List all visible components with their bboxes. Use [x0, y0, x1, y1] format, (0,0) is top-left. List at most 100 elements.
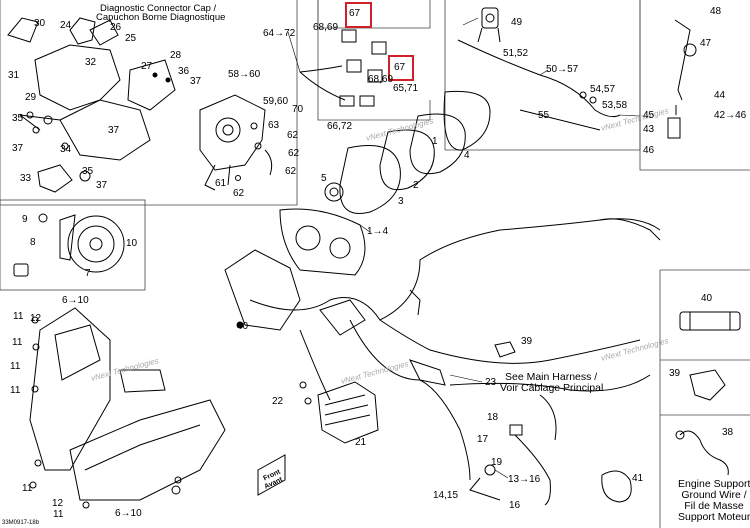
gauge-cluster-exploded [279, 90, 491, 276]
header-line-2: Capuchon Borne Diagnostique [96, 12, 226, 23]
callout-62-a: 62 [287, 130, 299, 141]
callout-6-10-b: 6→10 [115, 508, 142, 519]
callout-17: 17 [477, 434, 489, 445]
ignition-switch [457, 7, 621, 131]
bracket-assembly [7, 17, 176, 193]
callout-12-a: 12 [30, 313, 42, 324]
callout-47: 47 [700, 38, 712, 49]
callout-55: 55 [538, 110, 550, 121]
callout-19: 19 [491, 457, 503, 468]
callout-11-b: 11 [12, 337, 23, 348]
note-engine-line-4: Support Moteur [678, 511, 750, 523]
ground-wire [675, 430, 729, 476]
callout-38: 38 [722, 427, 734, 438]
callout-58-60: 58→60 [228, 69, 261, 80]
callout-8: 8 [30, 237, 36, 248]
callout-11-e: 11 [22, 483, 33, 494]
drawing-code: 33M0917-18b [2, 520, 40, 526]
callout-3: 3 [398, 196, 404, 207]
callout-41: 41 [632, 473, 644, 484]
main-harness [224, 218, 661, 481]
front-arrow [257, 454, 286, 496]
highlight-box-67-bottom [388, 55, 414, 81]
note-engine-line-1: Engine Support [678, 478, 750, 490]
callout-7: 7 [85, 268, 91, 279]
callout-66-72: 66,72 [327, 121, 353, 132]
callout-27: 27 [141, 61, 153, 72]
callout-9: 9 [22, 214, 28, 225]
callout-43: 43 [643, 124, 655, 135]
callout-18: 18 [487, 412, 499, 423]
callout-31: 31 [8, 70, 20, 81]
callout-6-10-a: 6→10 [62, 295, 89, 306]
callout-62-b: 62 [288, 148, 300, 159]
fasteners [29, 316, 312, 509]
callout-2: 2 [413, 180, 419, 191]
callout-68-69-a: 68,69 [313, 22, 339, 33]
connector-parts [299, 29, 387, 107]
callout-68-69-b: 68,69 [368, 74, 394, 85]
callout-36: 36 [178, 66, 190, 77]
highlight-box-67-top [345, 2, 372, 28]
callout-40-b: 40 [237, 321, 249, 332]
callout-14-15: 14,15 [433, 490, 459, 501]
callout-35: 35 [12, 113, 24, 124]
callout-59-60: 59,60 [263, 96, 289, 107]
side-panel-upper [29, 307, 166, 471]
callout-4: 4 [464, 150, 470, 161]
callout-22: 22 [272, 396, 284, 407]
callout-5: 5 [321, 173, 327, 184]
callout-67-b: 67 [394, 62, 406, 73]
callout-32: 32 [85, 57, 97, 68]
callout-11-c: 11 [10, 361, 21, 372]
callout-24: 24 [60, 20, 72, 31]
callout-39: 39 [521, 336, 533, 347]
callout-63: 63 [268, 120, 280, 131]
callout-53-58: 53,58 [602, 100, 628, 111]
actuator-motor [199, 94, 273, 191]
callout-12-b: 12 [52, 498, 64, 509]
callout-23: 23 [485, 377, 497, 388]
clip [494, 341, 726, 401]
callout-35-b: 35 [82, 166, 94, 177]
callout-45: 45 [643, 110, 655, 121]
callout-67-a: 67 [349, 8, 361, 19]
callout-62-c: 62 [285, 166, 297, 177]
callout-26: 26 [110, 22, 122, 33]
leader-lines [287, 17, 641, 479]
callout-50-57: 50→57 [546, 64, 579, 75]
callout-16: 16 [509, 500, 521, 511]
callout-54-57: 54,57 [590, 84, 616, 95]
tether-cord [469, 394, 557, 506]
callout-37-a: 37 [190, 76, 202, 87]
callout-33: 33 [20, 173, 32, 184]
note-harness-line-1: See Main Harness / [505, 371, 598, 383]
callout-34: 34 [60, 144, 72, 155]
callout-37-d: 37 [96, 180, 108, 191]
callout-28: 28 [170, 50, 182, 61]
callout-21: 21 [355, 437, 367, 448]
callout-62-d: 62 [233, 188, 245, 199]
callout-11-d: 11 [10, 385, 21, 396]
callout-37-c: 37 [12, 143, 24, 154]
note-engine-line-3: Fil de Masse [684, 500, 744, 512]
headlight [13, 213, 125, 277]
grease-tube [679, 311, 741, 331]
callout-48: 48 [710, 6, 722, 17]
callout-25: 25 [125, 33, 137, 44]
callout-40: 40 [701, 293, 713, 304]
callout-70: 70 [292, 104, 304, 115]
callout-42-46: 42→46 [714, 110, 747, 121]
callout-46: 46 [643, 145, 655, 156]
callout-49: 49 [511, 17, 523, 28]
voltage-regulator [299, 381, 379, 444]
note-harness-line-2: Voir Câblage Principal [500, 382, 604, 394]
callout-1-4: 1→4 [367, 226, 389, 237]
callout-11-a: 11 [13, 311, 24, 322]
callout-51-52: 51,52 [503, 48, 529, 59]
spark-cable [667, 19, 697, 139]
callout-39-b: 39 [669, 368, 681, 379]
